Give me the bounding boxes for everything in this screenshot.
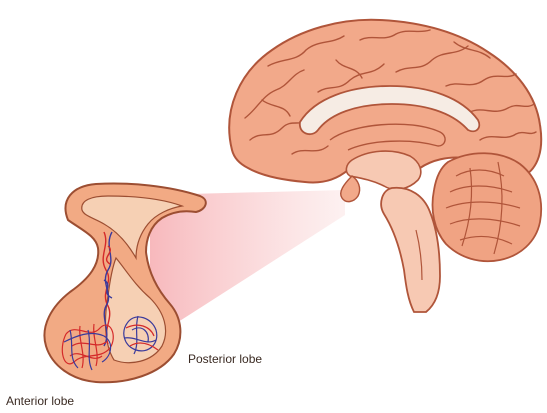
anterior-lobe-label: Anterior lobe — [6, 394, 74, 408]
brain-group — [229, 20, 541, 312]
brainstem — [381, 188, 440, 312]
posterior-lobe-label: Posterior lobe — [188, 352, 262, 366]
brain-pituitary — [341, 176, 360, 202]
